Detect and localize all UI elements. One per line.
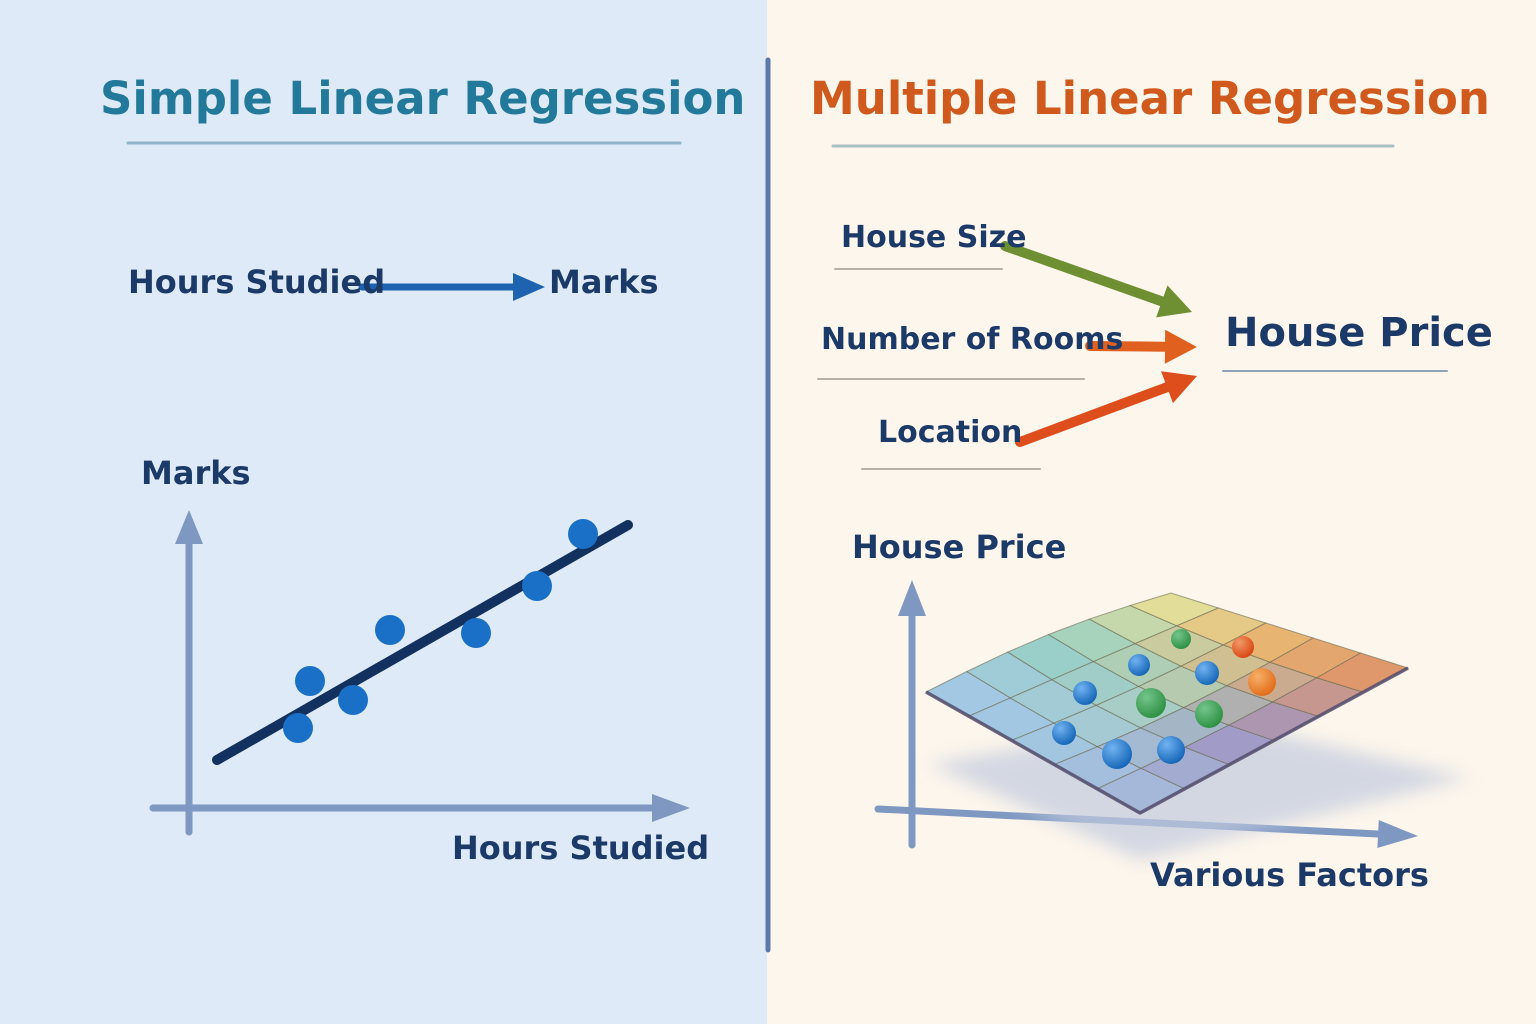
right-x-axis-label: Various Factors [1150, 856, 1429, 894]
scatter-point [522, 571, 552, 601]
factor-house-size-label: House Size [841, 220, 1027, 255]
scatter-point [295, 666, 325, 696]
number-of-rooms-arrow [1085, 329, 1197, 364]
predictor-label: Hours Studied [128, 263, 386, 301]
surface-ball-blue [1073, 681, 1097, 705]
surface-ball-green [1195, 700, 1223, 728]
factor-number-of-rooms-label: Number of Rooms [821, 322, 1124, 357]
left-x-axis-label: Hours Studied [452, 829, 710, 867]
left-panel-title: Simple Linear Regression [100, 72, 746, 125]
location-arrow [1015, 371, 1197, 447]
surface-ball-blue [1195, 661, 1219, 685]
surface-ball-green [1171, 629, 1191, 649]
right-y-axis-label: House Price [852, 528, 1067, 566]
scatter-point [375, 615, 405, 645]
trend-line [212, 520, 633, 765]
surface-ball-blue [1128, 654, 1150, 676]
surface-ball-blue [1102, 739, 1132, 769]
house-size-arrow [1000, 241, 1192, 318]
scatter-point [338, 685, 368, 715]
simple-regression-panel-background [0, 0, 767, 1024]
left-y-axis-arrow [175, 510, 203, 836]
left-y-axis-label: Marks [141, 454, 251, 492]
outcome-label: Marks [549, 263, 659, 301]
target-house-price-label: House Price [1225, 310, 1493, 356]
right-panel-title: Multiple Linear Regression [810, 72, 1490, 125]
left-x-axis-arrow [149, 794, 690, 822]
right-y-axis-arrow [898, 580, 926, 849]
predictor-to-outcome-arrow [358, 273, 545, 301]
surface-ball-orange [1248, 668, 1276, 696]
surface-ball-blue [1157, 736, 1185, 764]
surface-front-edge [925, 666, 1409, 815]
scatter-point [568, 519, 598, 549]
scatter-point [461, 618, 491, 648]
surface-ball-blue [1052, 721, 1076, 745]
factor-location-label: Location [878, 415, 1023, 450]
scatter-point [283, 713, 313, 743]
surface-ball-green [1136, 688, 1166, 718]
surface-ball-red [1232, 636, 1254, 658]
